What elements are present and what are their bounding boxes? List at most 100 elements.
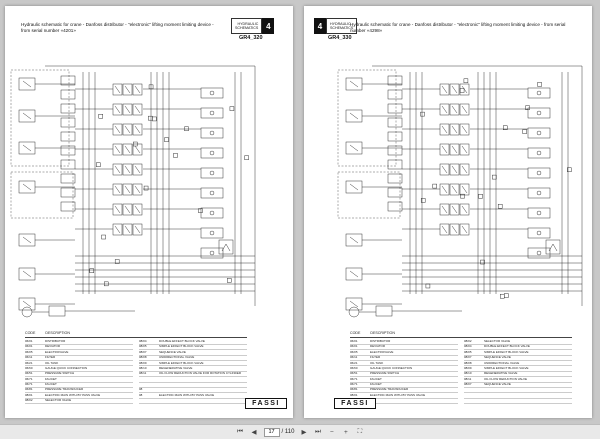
- valve-block: [439, 103, 450, 116]
- next-page-icon[interactable]: ▶: [301, 429, 307, 436]
- valve-arrow: [451, 165, 458, 174]
- legend-code: 08/04: [464, 344, 472, 349]
- legend-code: 06/71: [25, 377, 33, 381]
- component-block: [527, 127, 551, 139]
- last-page-icon[interactable]: ⏭: [315, 428, 321, 435]
- valve-arrow: [134, 205, 141, 214]
- valve-arrow: [461, 125, 468, 134]
- legend-code: 06/05: [25, 350, 33, 354]
- component-circle: [536, 250, 542, 256]
- legend-description: DOUBLE EFFECT BLOCK VALVE: [159, 339, 205, 343]
- valve-block: [459, 123, 470, 136]
- fitting-symbol: [184, 126, 189, 132]
- valve-block: [439, 203, 450, 216]
- zoom-out-icon[interactable]: −: [330, 428, 334, 436]
- component-block: [527, 107, 551, 119]
- prev-page-icon[interactable]: ◀: [251, 429, 257, 436]
- component-block: [527, 147, 551, 159]
- fitting-symbol: [525, 105, 530, 110]
- valve-arrow: [451, 105, 458, 114]
- legend-code: 06/05: [350, 350, 358, 354]
- fitting-symbol: [537, 82, 542, 87]
- legend-code: 06/21: [25, 361, 33, 365]
- legend-row: [139, 399, 247, 405]
- fitting-symbol: [98, 114, 103, 119]
- pump-symbol: [348, 306, 360, 318]
- legend-code: 06/51: [25, 371, 33, 376]
- valve-arrow: [114, 145, 121, 154]
- valve-arrow: [451, 185, 458, 194]
- fit-icon[interactable]: ⛶: [357, 428, 363, 435]
- fitting-symbol: [504, 293, 509, 298]
- valve-block: [459, 103, 470, 116]
- fitting-symbol: [198, 208, 203, 213]
- legend-code: 08/01: [25, 393, 33, 397]
- legend-code: 08/04: [139, 339, 147, 343]
- component-circle: [209, 230, 215, 236]
- legend-description: PRESSURE TRANSDUCER: [370, 388, 409, 392]
- fitting-symbol: [460, 193, 465, 199]
- page-navigator: / 110: [263, 427, 294, 437]
- actuator-stroke: [349, 144, 359, 152]
- fitting-symbol: [420, 111, 425, 117]
- page-number-input[interactable]: [263, 427, 280, 437]
- legend-description: GAUGE QUICK CONNECTION: [45, 366, 88, 370]
- valve-arrow: [441, 165, 448, 174]
- valve-arrow: [441, 225, 448, 234]
- legend-code: 08/11: [139, 371, 147, 376]
- fitting-symbol: [101, 234, 106, 240]
- legend-code: 08/09: [139, 361, 147, 365]
- actuator-stroke: [22, 183, 32, 191]
- legend-code: 08/08: [464, 361, 472, 365]
- legend-code: 08/07: [464, 382, 472, 387]
- actuator-stroke: [349, 300, 359, 308]
- section-code: GR4_330: [328, 35, 352, 41]
- legend-description: DISTRIBUTOR: [45, 339, 66, 343]
- actuator-stroke: [22, 236, 32, 244]
- legend-row: [464, 399, 572, 405]
- manifold-block: [387, 103, 403, 114]
- valve-arrow: [124, 205, 131, 214]
- legend-code: 08/08: [139, 355, 147, 360]
- valve-arrow: [114, 205, 121, 214]
- gauge-symbol: [218, 239, 234, 255]
- fitting-symbol: [420, 198, 426, 203]
- valve-arrow: [451, 205, 458, 214]
- component-circle: [536, 130, 542, 136]
- gauge-symbol: [545, 239, 561, 255]
- valve-block: [112, 123, 123, 136]
- actuator-stroke: [349, 236, 359, 244]
- fitting-symbol: [459, 88, 465, 93]
- legend-code: 06/01: [25, 339, 33, 343]
- legend-description: FILTER: [370, 355, 381, 360]
- zoom-in-icon[interactable]: +: [344, 428, 348, 436]
- valve-block: [459, 223, 470, 236]
- legend-description: SIMPLE EFFECT BLOCK VALVE: [484, 350, 529, 354]
- component-block: [200, 187, 224, 199]
- actuator-stroke: [349, 80, 359, 88]
- component-block: [527, 87, 551, 99]
- legend-code: 08/02: [464, 339, 472, 343]
- valve-block: [122, 203, 133, 216]
- fitting-symbol: [500, 293, 505, 299]
- valve-arrow: [441, 205, 448, 214]
- valve-arrow: [461, 185, 468, 194]
- manifold-block: [60, 201, 76, 212]
- valve-block: [132, 183, 143, 196]
- valve-arrow: [124, 165, 131, 174]
- valve-block: [459, 203, 470, 216]
- first-page-icon[interactable]: ⏮: [237, 428, 243, 435]
- legend-code-header: CODE: [350, 331, 361, 335]
- legend-description: SEQUENCE VALVE: [484, 355, 511, 360]
- valve-block: [132, 83, 143, 96]
